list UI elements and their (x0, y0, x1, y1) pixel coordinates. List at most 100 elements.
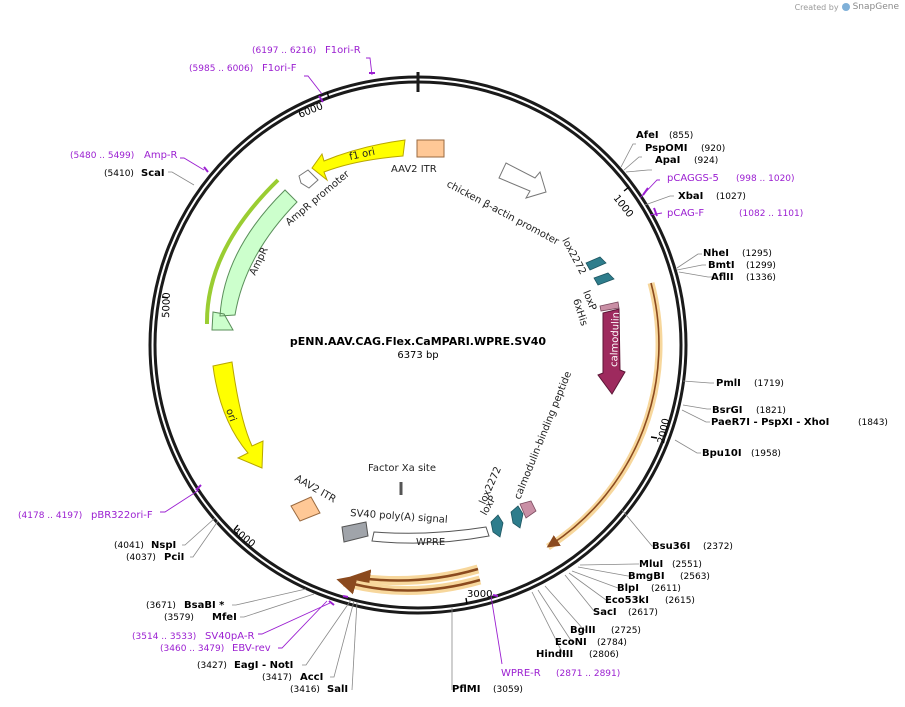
site-pos-pflmi: (3059) (493, 685, 523, 695)
cds-lower-arc-2 (336, 575, 481, 595)
site-name-saci: SacI (593, 607, 617, 618)
site-pos-econi: (2784) (597, 638, 627, 648)
site-pos-bmti: (1299) (746, 261, 776, 271)
site-pos-sali: (3416) (290, 685, 320, 695)
primer-range-pcaggs-5: (998 .. 1020) (736, 174, 795, 184)
site-pos-nspi: (4041) (114, 541, 144, 551)
cds-lower-arc-1 (350, 567, 479, 590)
watermark-brand: SnapGene (852, 2, 899, 12)
lox2272-lower-feature (510, 505, 524, 529)
site-pos-nhei: (1295) (742, 249, 772, 259)
factor-xa-site-label: Factor Xa site (368, 463, 436, 474)
tick-label-3000: 3000 (467, 589, 492, 600)
site-pos-paer7i-pspxi-xhoi: (1843) (858, 418, 888, 428)
site-pos-mfei: (3579) (164, 613, 194, 623)
tick-label-1000: 1000 (611, 193, 635, 220)
site-pos-blpi: (2611) (651, 584, 681, 594)
cds-arc (546, 282, 660, 548)
primer-name-pbr322ori-f: pBR322ori-F (91, 510, 153, 521)
site-pos-bglii: (2725) (611, 626, 641, 636)
site-name-bglii: BglII (570, 625, 596, 636)
site-name-scai: ScaI (141, 168, 165, 179)
site-name-sali: SalI (327, 684, 348, 695)
site-name-xbai: XbaI (678, 191, 703, 202)
ampr-highlight (204, 178, 280, 325)
ampr-promoter-feature (298, 169, 319, 189)
site-name-afei: AfeI (636, 130, 659, 141)
plasmid-name: pENN.AAV.CAG.Flex.CaMPARI.WPRE.SV40 (290, 335, 547, 348)
site-pos-hindiii: (2806) (589, 650, 619, 660)
primer-name-sv40pa-r: SV40pA-R (205, 631, 254, 642)
primer-range-pcag-f: (1082 .. 1101) (739, 209, 803, 219)
primer-range-f1ori-f: (5985 .. 6006) (189, 64, 253, 74)
site-pos-scai: (5410) (104, 169, 134, 179)
site-name-aflii: AflII (711, 272, 734, 283)
tick-label-4000: 4000 (230, 526, 257, 550)
site-name-pflmi: PflMI (452, 684, 480, 695)
site-name-eco53ki: Eco53kI (605, 595, 649, 606)
wpre-label: WPRE (416, 537, 445, 548)
aav2-itr-top-feature (416, 139, 445, 158)
aav2-itr-lower-label: AAV2 ITR (293, 473, 338, 505)
tick-label-5000: 5000 (161, 292, 173, 318)
site-name-bsu36i: Bsu36I (652, 541, 690, 552)
site-name-bpu10i: Bpu10I (702, 448, 742, 459)
calmodulin-label: calmodulin (609, 312, 622, 367)
site-name-mlui: MluI (639, 559, 663, 570)
site-pos-acci: (3417) (262, 673, 292, 683)
ori-label: ori (223, 407, 238, 423)
primer-name-f1ori-r: F1ori-R (325, 45, 361, 56)
site-pos-mlui: (2551) (672, 560, 702, 570)
site-pos-bmgbi: (2563) (680, 572, 710, 582)
site-pos-pspomi: (920) (701, 144, 725, 154)
primer-range-wpre-r: (2871 .. 2891) (556, 669, 620, 679)
site-name-eagi-noti: EagI - NotI (234, 660, 293, 671)
sixhis-feature (599, 301, 620, 312)
primer-leader-lines (160, 57, 663, 665)
site-pos-bsu36i: (2372) (703, 542, 733, 552)
site-name-bmgbi: BmgBI (628, 571, 665, 582)
site-name-mfei: MfeI (212, 612, 237, 623)
peptide-lower-feature (519, 500, 537, 519)
site-name-bsabi: BsaBI * (184, 600, 225, 611)
site-name-nspi: NspI (151, 540, 176, 551)
sv40-polya-feature (341, 521, 369, 543)
ori-feature (212, 361, 264, 469)
site-name-pspomi: PspOMI (645, 143, 687, 154)
site-pos-apai: (924) (694, 156, 718, 166)
site-pos-eagi-noti: (3427) (197, 661, 227, 671)
primer-name-ebv-rev: EBV-rev (232, 643, 271, 654)
site-name-bsrgi: BsrGI (712, 405, 742, 416)
primer-name-f1ori-f: F1ori-F (262, 63, 297, 74)
primer-range-sv40pa-r: (3514 .. 3533) (132, 632, 196, 642)
primer-range-ebv-rev: (3460 .. 3479) (160, 644, 224, 654)
loxp-top-feature (593, 272, 615, 286)
f1-ori-label: f1 ori (348, 147, 376, 163)
f1-ori-feature (311, 139, 406, 182)
site-name-nhei: NheI (703, 248, 729, 259)
primer-range-pbr322ori-f: (4178 .. 4197) (18, 511, 82, 521)
primer-range-amp-r: (5480 .. 5499) (70, 151, 134, 161)
restriction-site-labels: AfeI (855) PspOMI (920) ApaI (924) XbaI … (104, 130, 888, 695)
site-pos-eco53ki: (2615) (665, 596, 695, 606)
site-pos-bsabi: (3671) (146, 601, 176, 611)
snapgene-logo-icon (841, 3, 850, 11)
lox2272-top-feature (585, 256, 607, 271)
primer-markers (195, 72, 658, 606)
site-name-pcii: PciI (164, 552, 184, 563)
site-pos-bpu10i: (1958) (751, 449, 781, 459)
site-pos-xbai: (1027) (716, 192, 746, 202)
site-name-blpi: BlpI (617, 583, 639, 594)
primer-name-amp-r: Amp-R (144, 150, 178, 161)
primer-labels: pCAGGS-5 (998 .. 1020) pCAG-F (1082 .. 1… (18, 45, 803, 679)
site-name-bmti: BmtI (708, 260, 735, 271)
primer-range-f1ori-r: (6197 .. 6216) (252, 46, 316, 56)
tick-label-2000: 2000 (656, 417, 672, 444)
plasmid-size: 6373 bp (397, 350, 438, 361)
loxp-lower-feature (490, 514, 504, 538)
site-name-hindiii: HindIII (536, 649, 573, 660)
aav2-itr-lower-feature (290, 496, 321, 522)
watermark: Created by SnapGene (795, 2, 899, 12)
site-name-apai: ApaI (655, 155, 680, 166)
ampr-promoter-label: AmpR promoter (284, 168, 353, 228)
